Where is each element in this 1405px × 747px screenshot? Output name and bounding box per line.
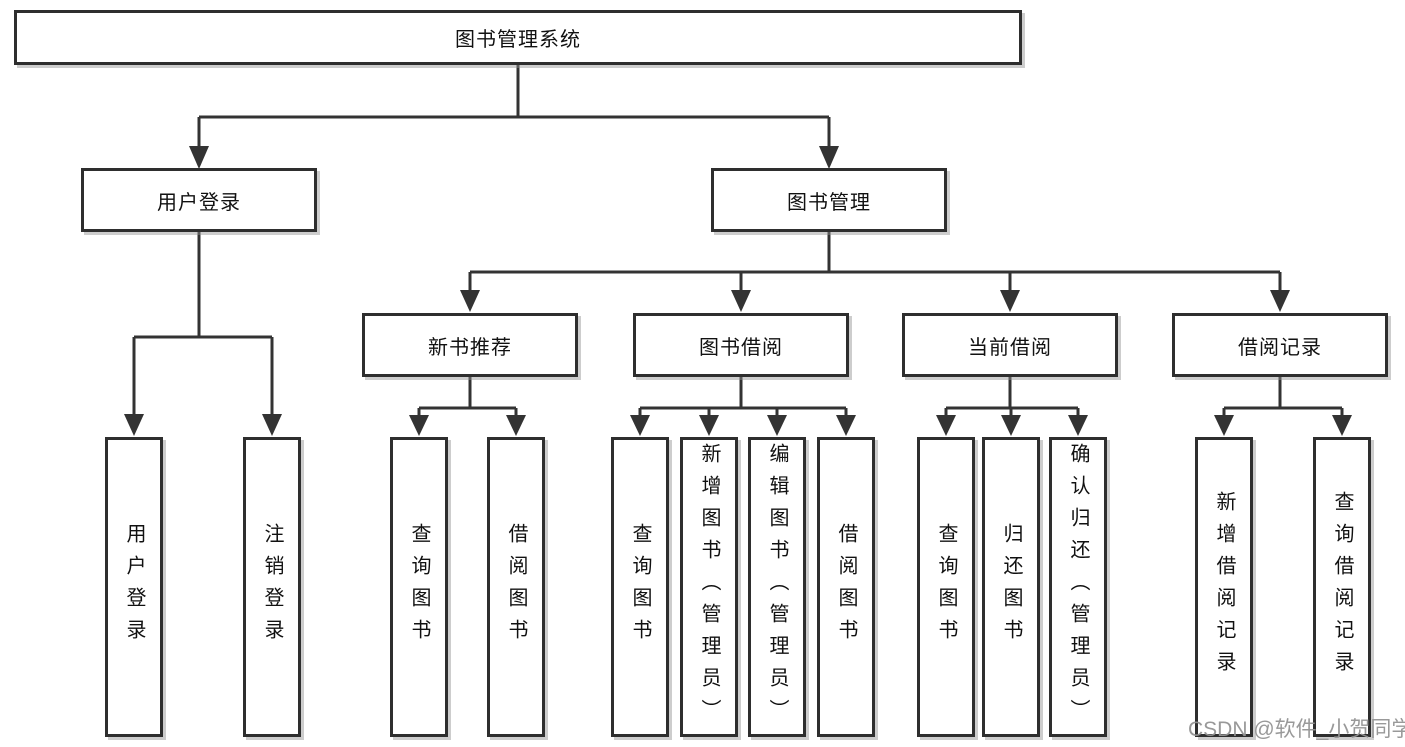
leaf-logout-label: 注销登录 xyxy=(261,523,283,651)
leaf-return-book: 归还图书 xyxy=(982,437,1040,737)
leaf-query-borrow-record: 查询借阅记录 xyxy=(1313,437,1371,737)
leaf-return-book-label: 归还图书 xyxy=(1000,523,1022,651)
leaf-query-books-2: 查询图书 xyxy=(611,437,669,737)
leaf-query-books-1: 查询图书 xyxy=(390,437,448,737)
node-book-management: 图书管理 xyxy=(711,168,947,232)
leaf-edit-book-admin: 编辑图书（管理员） xyxy=(748,437,806,737)
leaf-add-borrow-record-label: 新增借阅记录 xyxy=(1213,491,1235,683)
leaf-borrow-books-1: 借阅图书 xyxy=(487,437,545,737)
leaf-logout: 注销登录 xyxy=(243,437,301,737)
leaf-borrow-books-2: 借阅图书 xyxy=(817,437,875,737)
node-root: 图书管理系统 xyxy=(14,10,1022,65)
leaf-add-borrow-record: 新增借阅记录 xyxy=(1195,437,1253,737)
leaf-query-books-3-label: 查询图书 xyxy=(935,523,957,651)
leaf-edit-book-admin-label: 编辑图书（管理员） xyxy=(766,443,788,731)
node-user-login: 用户登录 xyxy=(81,168,317,232)
leaf-query-borrow-record-label: 查询借阅记录 xyxy=(1331,491,1353,683)
leaf-query-books-2-label: 查询图书 xyxy=(629,523,651,651)
leaf-add-book-admin-label: 新增图书（管理员） xyxy=(698,443,720,731)
leaf-confirm-return-admin-label: 确认归还（管理员） xyxy=(1067,443,1089,731)
node-book-borrow: 图书借阅 xyxy=(633,313,849,377)
leaf-user-login-label: 用户登录 xyxy=(123,523,145,651)
node-borrow-records: 借阅记录 xyxy=(1172,313,1388,377)
leaf-query-books-1-label: 查询图书 xyxy=(408,523,430,651)
csdn-watermark: CSDN @软件_小贺同学 xyxy=(1188,718,1405,741)
leaf-borrow-books-1-label: 借阅图书 xyxy=(505,523,527,651)
leaf-add-book-admin: 新增图书（管理员） xyxy=(680,437,738,737)
leaf-confirm-return-admin: 确认归还（管理员） xyxy=(1049,437,1107,737)
node-current-borrow: 当前借阅 xyxy=(902,313,1118,377)
leaf-query-books-3: 查询图书 xyxy=(917,437,975,737)
leaf-borrow-books-2-label: 借阅图书 xyxy=(835,523,857,651)
leaf-user-login: 用户登录 xyxy=(105,437,163,737)
node-new-book-recommend: 新书推荐 xyxy=(362,313,578,377)
